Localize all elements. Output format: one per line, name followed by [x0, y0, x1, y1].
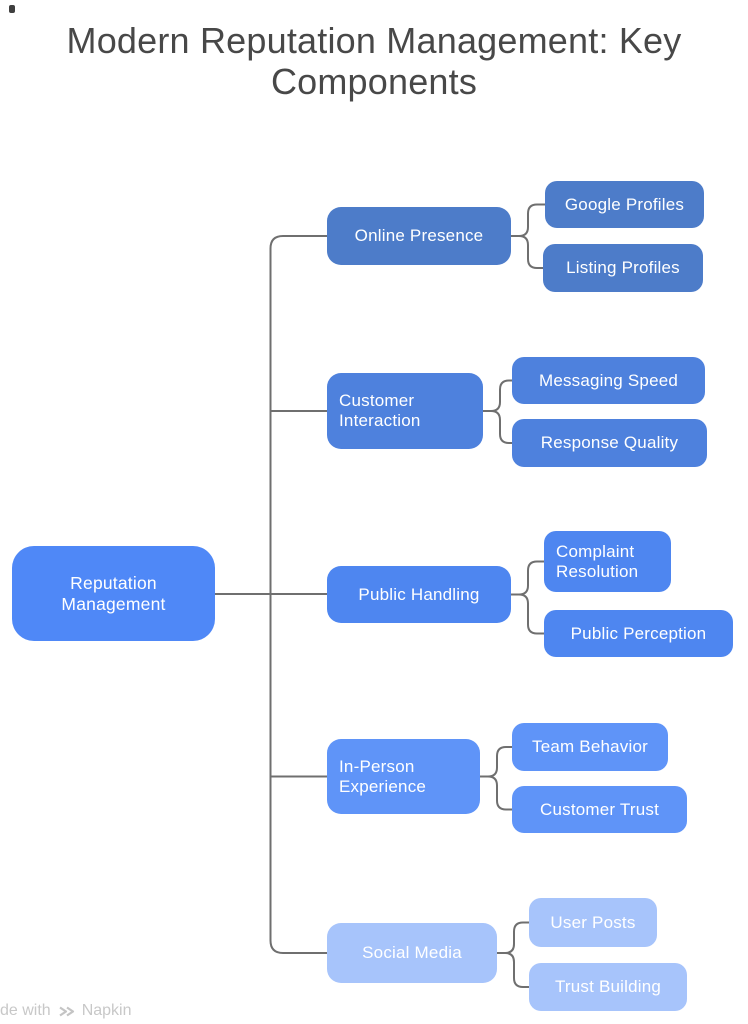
- node-label: Trust Building: [554, 977, 662, 996]
- page-title: Modern Reputation Management: Key Compon…: [66, 20, 682, 102]
- connector-path: [479, 746, 513, 778]
- node-reputation-management[interactable]: Reputation Management: [12, 546, 215, 641]
- node-label: In-Person Experience: [339, 756, 427, 796]
- connector-path: [482, 410, 513, 444]
- connector-path: [510, 593, 545, 635]
- watermark-text: de with: [0, 1002, 51, 1019]
- node-trust-building[interactable]: Trust Building: [529, 963, 687, 1011]
- node-response-quality[interactable]: Response Quality: [512, 419, 707, 467]
- napkin-logo-icon: [59, 1006, 74, 1016]
- node-label: Public Perception: [570, 623, 707, 643]
- node-messaging-speed[interactable]: Messaging Speed: [512, 357, 705, 404]
- node-social-media[interactable]: Social Media: [327, 923, 497, 983]
- connector-path: [479, 775, 513, 811]
- node-label: Listing Profiles: [566, 258, 680, 277]
- corner-mark: [9, 5, 15, 13]
- node-public-perception[interactable]: Public Perception: [544, 610, 733, 657]
- node-label: Customer Trust: [540, 799, 659, 819]
- connector-path: [510, 560, 545, 596]
- connector-path: [496, 952, 530, 988]
- watermark: de with Napkin: [0, 1002, 132, 1020]
- connector-path: [269, 235, 328, 954]
- node-label: Google Profiles: [564, 194, 685, 214]
- node-in-person-experience[interactable]: In-Person Experience: [327, 739, 480, 814]
- node-user-posts[interactable]: User Posts: [529, 898, 657, 947]
- node-online-presence[interactable]: Online Presence: [327, 207, 511, 265]
- connector-path: [510, 203, 546, 237]
- node-customer-interaction[interactable]: Customer Interaction: [327, 373, 483, 449]
- node-label: Response Quality: [540, 433, 679, 452]
- node-label: Social Media: [362, 943, 462, 962]
- node-label: Online Presence: [354, 226, 484, 245]
- node-label: Customer Interaction: [339, 391, 421, 430]
- node-public-handling[interactable]: Public Handling: [327, 566, 511, 623]
- node-complaint-resolution[interactable]: Complaint Resolution: [544, 531, 671, 592]
- node-listing-profiles[interactable]: Listing Profiles: [543, 244, 703, 292]
- connector-path: [482, 379, 513, 412]
- node-label: Complaint Resolution: [556, 541, 639, 581]
- node-label: User Posts: [550, 912, 636, 932]
- node-customer-trust[interactable]: Customer Trust: [512, 786, 687, 833]
- node-label: Public Handling: [358, 584, 480, 604]
- watermark-brand[interactable]: Napkin: [81, 1002, 132, 1019]
- connector-path: [496, 921, 530, 954]
- connector-path: [510, 235, 544, 269]
- node-team-behavior[interactable]: Team Behavior: [512, 723, 668, 771]
- node-label: Team Behavior: [532, 737, 648, 756]
- node-label: Messaging Speed: [538, 370, 679, 390]
- node-label: Reputation Management: [61, 572, 166, 614]
- node-google-profiles[interactable]: Google Profiles: [545, 181, 704, 228]
